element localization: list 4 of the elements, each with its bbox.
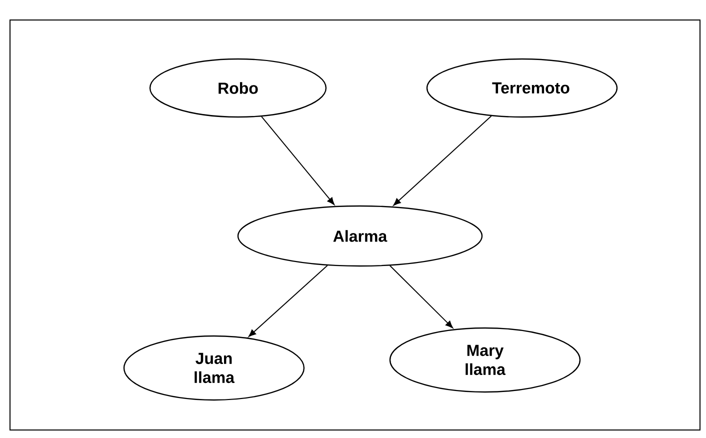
- arrow: [248, 264, 328, 337]
- arrow: [261, 116, 335, 205]
- arrow: [389, 265, 454, 328]
- arrow: [393, 116, 492, 206]
